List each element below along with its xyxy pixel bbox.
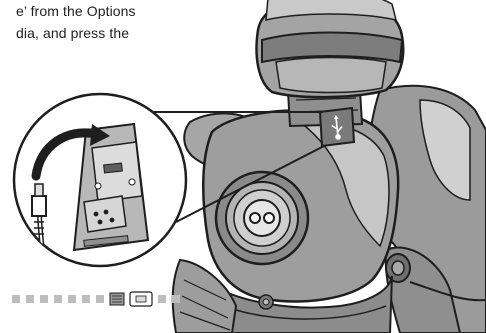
instruction-line-2: dia, and press the [16, 22, 196, 44]
face-plate [276, 58, 386, 93]
status-bar-strip [12, 290, 188, 308]
instruction-text: e’ from the Options dia, and press the [16, 0, 196, 44]
instruction-line-1: e’ from the Options [16, 0, 196, 22]
